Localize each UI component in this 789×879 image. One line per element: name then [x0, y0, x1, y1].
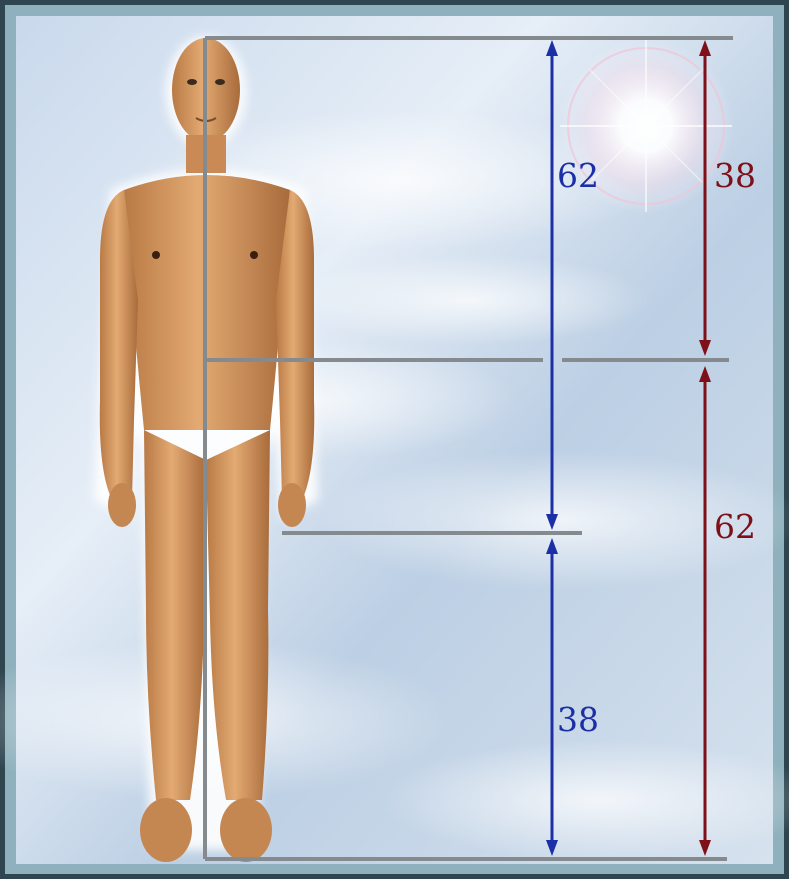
blue-upper-label: 62 [557, 156, 599, 195]
blue-lower-label: 38 [557, 700, 599, 739]
red-lower-label: 62 [714, 507, 756, 546]
red-upper-label: 38 [714, 156, 756, 195]
